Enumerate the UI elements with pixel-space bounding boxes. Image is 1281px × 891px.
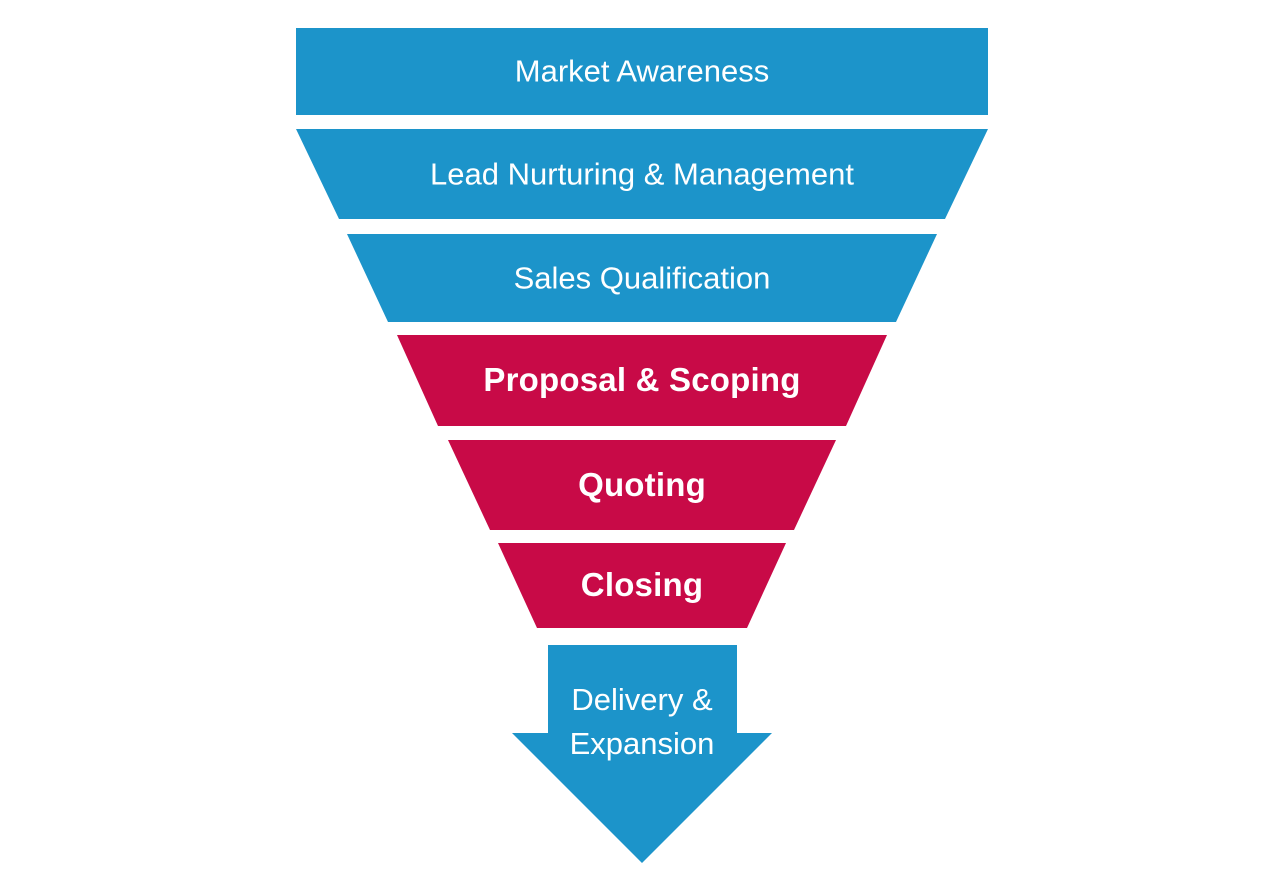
stage-label-quoting: Quoting	[578, 466, 706, 504]
funnel-stage-shape-sales-qualification	[347, 234, 937, 322]
funnel-stage-shape-lead-nurturing	[296, 129, 988, 219]
down-arrow-shape-delivery-expansion	[512, 645, 772, 863]
stage-label-closing: Closing	[580, 566, 704, 604]
funnel-stage-shape-proposal-scoping	[397, 335, 887, 426]
stage-label-sales-qualification: Sales Qualification	[513, 260, 771, 296]
stage-label-delivery-expansion: Delivery & Expansion	[569, 682, 715, 761]
stage-label-proposal-scoping: Proposal & Scoping	[483, 361, 801, 399]
funnel-stage-shape-quoting	[448, 440, 836, 530]
funnel-stage-shape-market-awareness	[296, 28, 988, 115]
stage-label-lead-nurturing: Lead Nurturing & Management	[430, 156, 854, 192]
stage-label-market-awareness: Market Awareness	[514, 53, 770, 89]
funnel-stage-shape-closing	[498, 543, 786, 628]
